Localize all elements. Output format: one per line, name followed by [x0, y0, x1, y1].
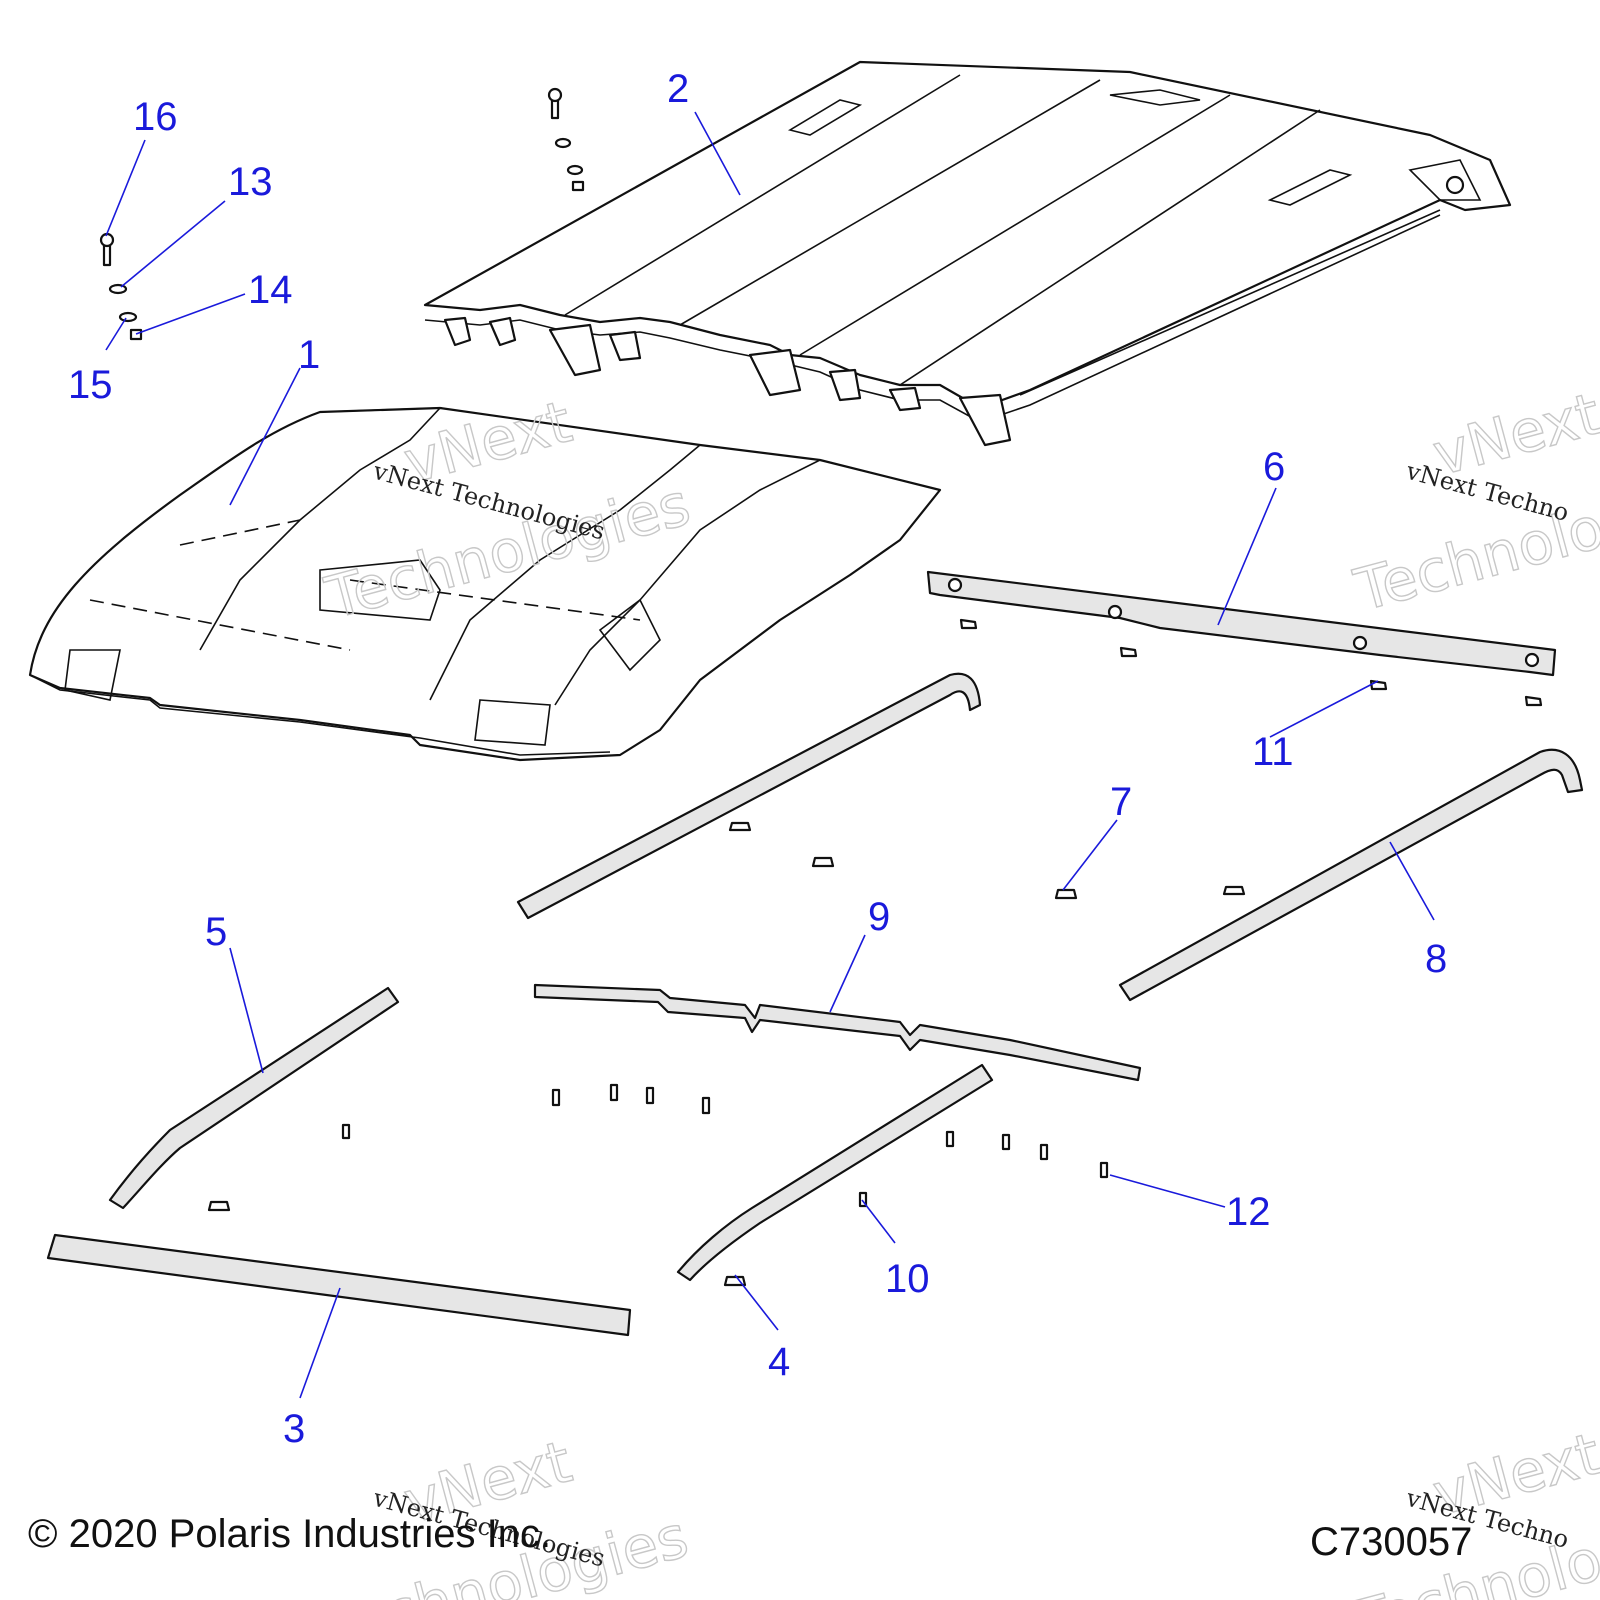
callout-13: 13: [228, 160, 273, 204]
part-6-rear-bar: [926, 570, 1557, 677]
callout-8: 8: [1425, 937, 1447, 981]
callout-16: 16: [133, 95, 178, 139]
callout-2: 2: [667, 67, 689, 111]
part-5-left-rail: [108, 986, 400, 1210]
callout-labels: 1 2 3 4 5 6 7 8 9 10 11 12 13 14 15 16: [68, 67, 1447, 1451]
callout-9: 9: [868, 895, 890, 939]
part-1-roof-top: [28, 406, 942, 762]
callout-10: 10: [885, 1257, 930, 1301]
callout-14: 14: [248, 268, 293, 312]
part-8-right-rail: [1118, 748, 1584, 1002]
callout-5: 5: [205, 910, 227, 954]
part-2-roof-panel: [423, 60, 1512, 447]
callout-7: 7: [1110, 780, 1132, 824]
watermark-group: vNext Technologies vNext Technologies vN…: [316, 379, 1600, 1600]
fasteners: [99, 87, 1543, 1287]
callout-12: 12: [1226, 1190, 1271, 1234]
part-upper-middle-rail: [516, 672, 982, 920]
callout-15: 15: [68, 363, 113, 407]
diagram-code: C730057: [1310, 1520, 1473, 1564]
callout-4: 4: [768, 1340, 790, 1384]
callout-1: 1: [298, 333, 320, 377]
part-9-center-bar: [533, 983, 1142, 1082]
copyright-notice: © 2020 Polaris Industries Inc.: [28, 1512, 552, 1556]
callout-11: 11: [1252, 730, 1294, 774]
callout-3: 3: [283, 1407, 305, 1451]
part-3-front-bar: [46, 1233, 632, 1337]
callout-6: 6: [1263, 445, 1285, 489]
leader-lines: [105, 111, 1435, 1399]
part-right-curved-rail: [676, 1063, 994, 1282]
